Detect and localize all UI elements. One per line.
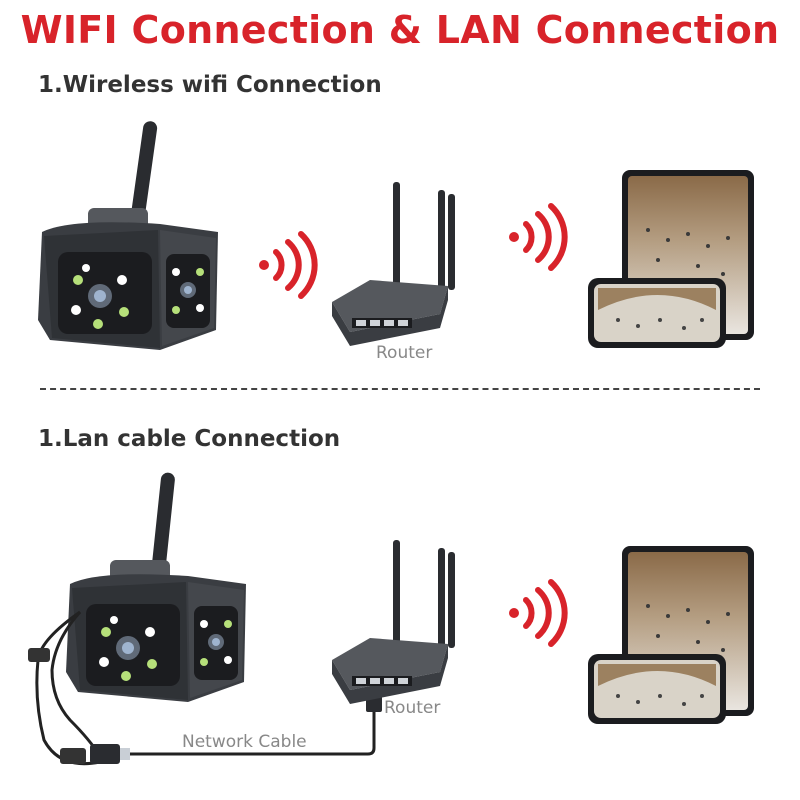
wifi-signal-icon (259, 231, 318, 299)
network-cable-label: Network Cable (182, 732, 307, 752)
camera-icon-wifi (38, 121, 218, 350)
wifi-signal-icon (509, 579, 568, 647)
tablet-phone-icon (588, 546, 754, 724)
router-icon (332, 182, 455, 346)
wifi-signal-icon (509, 203, 568, 271)
router-label-wifi: Router (376, 343, 433, 363)
router-icon (332, 540, 455, 704)
tablet-phone-icon (588, 170, 754, 348)
camera-icon-lan (66, 472, 246, 702)
router-label-lan: Router (384, 698, 441, 718)
lan-section-heading: 1.Lan cable Connection (38, 426, 341, 452)
page-title: WIFI Connection & LAN Connection (20, 8, 780, 52)
wifi-section-heading: 1.Wireless wifi Connection (38, 72, 382, 98)
section-divider (40, 388, 760, 390)
